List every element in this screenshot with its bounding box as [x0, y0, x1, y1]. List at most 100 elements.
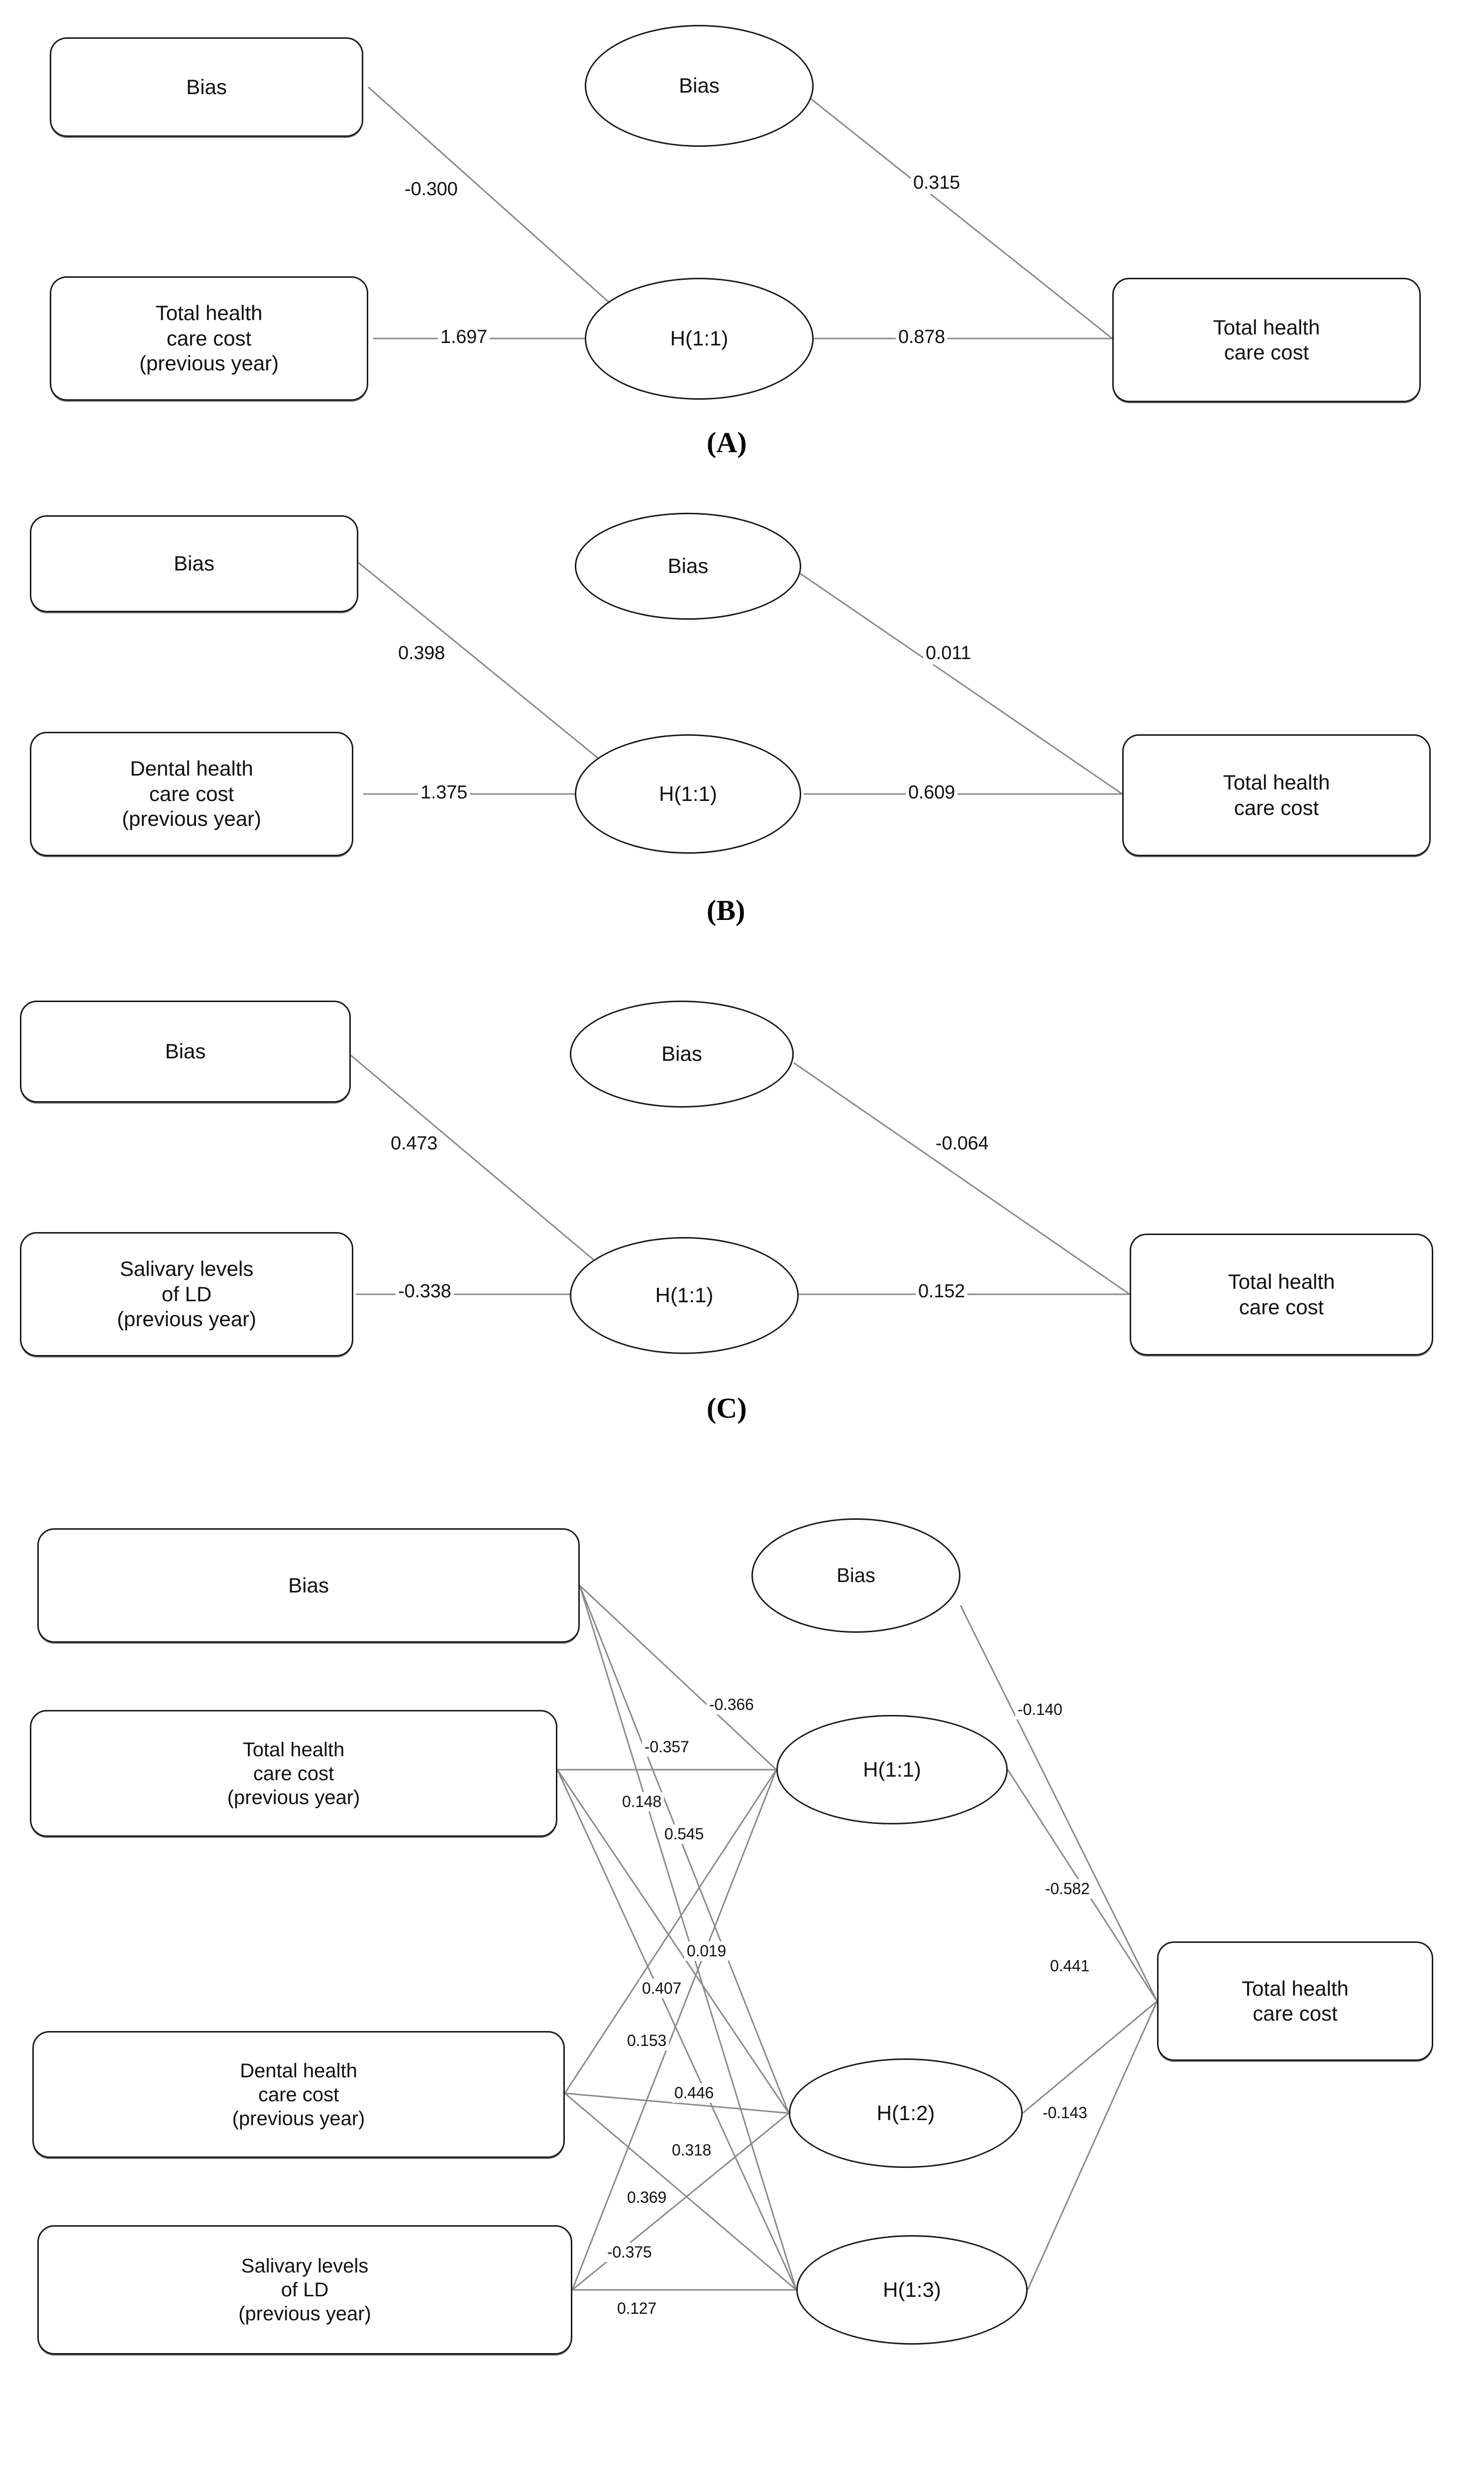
weight-bias-to-h11: 0.398	[396, 642, 448, 665]
weight-bias-to-h11: 0.473	[388, 1132, 440, 1155]
panel-c: Bias Salivary levels of LD (previous yea…	[0, 946, 1484, 1444]
node-input-1: Total health care cost (previous year)	[50, 276, 368, 401]
node-input-1-label: Total health care cost (previous year)	[139, 301, 279, 375]
edge-hiddenbias-to-output	[959, 1605, 1158, 2002]
weight-hiddenbias-to-output: 0.011	[923, 642, 974, 665]
weight-h11-to-output: 0.878	[896, 326, 948, 348]
node-hidden-1: H(1:1)	[575, 734, 801, 854]
panel-d-canvas: Bias Total health care cost (previous ye…	[0, 1444, 1484, 2489]
weight-input3-to-h13: 0.127	[615, 2299, 659, 2318]
edge-bias-to-h11	[368, 86, 650, 339]
edge-input2-to-h13	[564, 2092, 797, 2291]
edge-input3-to-h11	[571, 1769, 777, 2290]
edge-input2-to-h11	[564, 1769, 777, 2094]
weight-input1-to-h11: 1.697	[438, 326, 490, 348]
edge-bias-to-h13	[579, 1585, 797, 2290]
node-hidden-1-label: H(1:1)	[659, 782, 717, 805]
edge-bias-to-h11	[358, 562, 642, 795]
node-hidden-1-label: H(1:1)	[863, 1757, 921, 1781]
weight-input2-to-h11: 0.148	[620, 1792, 664, 1811]
weight-input1-to-h11: -0.357	[642, 1737, 692, 1757]
node-input-bias-label: Bias	[186, 75, 227, 99]
weight-input3-to-h12: 0.446	[672, 2083, 717, 2103]
node-input-bias: Bias	[30, 515, 358, 612]
node-input-2-label: Dental health care cost (previous year)	[232, 2059, 365, 2130]
node-hidden-bias: Bias	[751, 1518, 960, 1633]
panel-c-canvas: Bias Salivary levels of LD (previous yea…	[0, 946, 1484, 1444]
weight-bias-to-h11: -0.366	[707, 1695, 756, 1714]
edge-hiddenbias-to-output	[808, 96, 1113, 339]
panel-b-caption: (B)	[707, 894, 745, 926]
panel-a: Bias Total health care cost (previous ye…	[0, 0, 1484, 473]
node-input-bias-label: Bias	[165, 1039, 206, 1063]
node-hidden-bias-label: Bias	[837, 1565, 875, 1586]
weight-input2-to-h12: 0.153	[625, 2031, 669, 2050]
node-hidden-2: H(1:2)	[789, 2058, 1023, 2168]
weight-h11-to-output: 0.152	[916, 1280, 968, 1303]
node-hidden-1: H(1:1)	[776, 1715, 1008, 1824]
node-hidden-bias-label: Bias	[667, 554, 709, 578]
weight-input3-to-h11: 0.545	[662, 1824, 707, 1844]
node-input-3-label: Salivary levels of LD (previous year)	[238, 2255, 371, 2325]
weight-hiddenbias-to-output: 0.315	[911, 172, 963, 194]
node-input-bias-label: Bias	[288, 1573, 329, 1597]
panel-a-canvas: Bias Total health care cost (previous ye…	[0, 0, 1484, 473]
node-input-1: Dental health care cost (previous year)	[30, 732, 353, 856]
node-hidden-1: H(1:1)	[585, 278, 814, 400]
node-output: Total health care cost	[1112, 278, 1421, 402]
edge-h12-to-output	[1022, 2000, 1158, 2114]
panel-b-canvas: Bias Dental health care cost (previous y…	[0, 473, 1484, 946]
node-input-bias-label: Bias	[174, 552, 214, 575]
panel-a-caption: (A)	[707, 426, 747, 458]
node-hidden-3: H(1:3)	[796, 2235, 1028, 2345]
panel-c-caption: (C)	[707, 1392, 747, 1424]
panel-b: Bias Dental health care cost (previous y…	[0, 473, 1484, 946]
node-input-bias: Bias	[50, 37, 363, 137]
node-input-1-label: Dental health care cost (previous year)	[121, 757, 262, 831]
node-input-bias: Bias	[20, 1001, 351, 1103]
node-hidden-bias: Bias	[570, 1001, 794, 1108]
weight-bias-to-h13: 0.318	[669, 2141, 714, 2160]
weight-h11-to-output: -0.582	[1043, 1879, 1092, 1899]
edge-bias-to-h11	[579, 1584, 777, 1771]
panel-b-edges	[358, 562, 1123, 795]
weight-bias-to-h12: 0.019	[684, 1941, 729, 1961]
edge-input1-to-h12	[556, 1769, 790, 2114]
node-input-1: Total health care cost (previous year)	[30, 1710, 557, 1837]
weight-h13-to-output: -0.143	[1040, 2103, 1090, 2123]
node-hidden-bias-label: Bias	[679, 74, 720, 98]
weight-hiddenbias-to-output: -0.064	[933, 1132, 991, 1155]
weight-input1-to-h11: -0.338	[396, 1280, 454, 1303]
weight-h12-to-output: 0.441	[1048, 1956, 1092, 1976]
node-hidden-1-label: H(1:1)	[670, 327, 729, 350]
node-input-2: Dental health care cost (previous year)	[32, 2031, 565, 2158]
node-output-label: Total health care cost	[1223, 771, 1330, 819]
weight-input1-to-h13: 0.369	[625, 2188, 669, 2207]
node-input-1: Salivary levels of LD (previous year)	[20, 1232, 353, 1357]
weight-input2-to-h13: -0.375	[605, 2243, 654, 2262]
panel-d: Bias Total health care cost (previous ye…	[0, 1444, 1484, 2489]
node-hidden-3-label: H(1:3)	[883, 2277, 941, 2301]
node-output: Total health care cost	[1130, 1234, 1433, 1356]
node-output-label: Total health care cost	[1213, 315, 1320, 364]
edge-hiddenbias-to-output	[798, 571, 1123, 795]
node-input-1-label: Total health care cost (previous year)	[227, 1738, 360, 1809]
node-hidden-bias: Bias	[585, 25, 814, 147]
weight-bias-to-h11: -0.300	[402, 178, 460, 201]
node-hidden-bias-label: Bias	[661, 1042, 702, 1066]
node-output-label: Total health care cost	[1228, 1270, 1335, 1319]
node-input-bias: Bias	[37, 1528, 580, 1643]
panel-d-edges	[556, 1584, 1158, 2291]
edge-h13-to-output	[1027, 2001, 1158, 2290]
edge-input1-to-h13	[556, 1769, 797, 2290]
node-hidden-1-label: H(1:1)	[655, 1283, 714, 1307]
edge-input2-to-h12	[564, 2092, 789, 2114]
node-output: Total health care cost	[1122, 734, 1431, 856]
weight-hiddenbias-to-output: -0.140	[1015, 1700, 1065, 1719]
weight-input1-to-h12: 0.407	[639, 1979, 684, 1998]
edge-bias-to-h11	[350, 1054, 635, 1295]
node-input-3: Salivary levels of LD (previous year)	[37, 2225, 572, 2355]
node-hidden-bias: Bias	[575, 513, 801, 620]
weight-input1-to-h11: 1.375	[418, 782, 470, 804]
weight-h11-to-output: 0.609	[906, 782, 958, 804]
